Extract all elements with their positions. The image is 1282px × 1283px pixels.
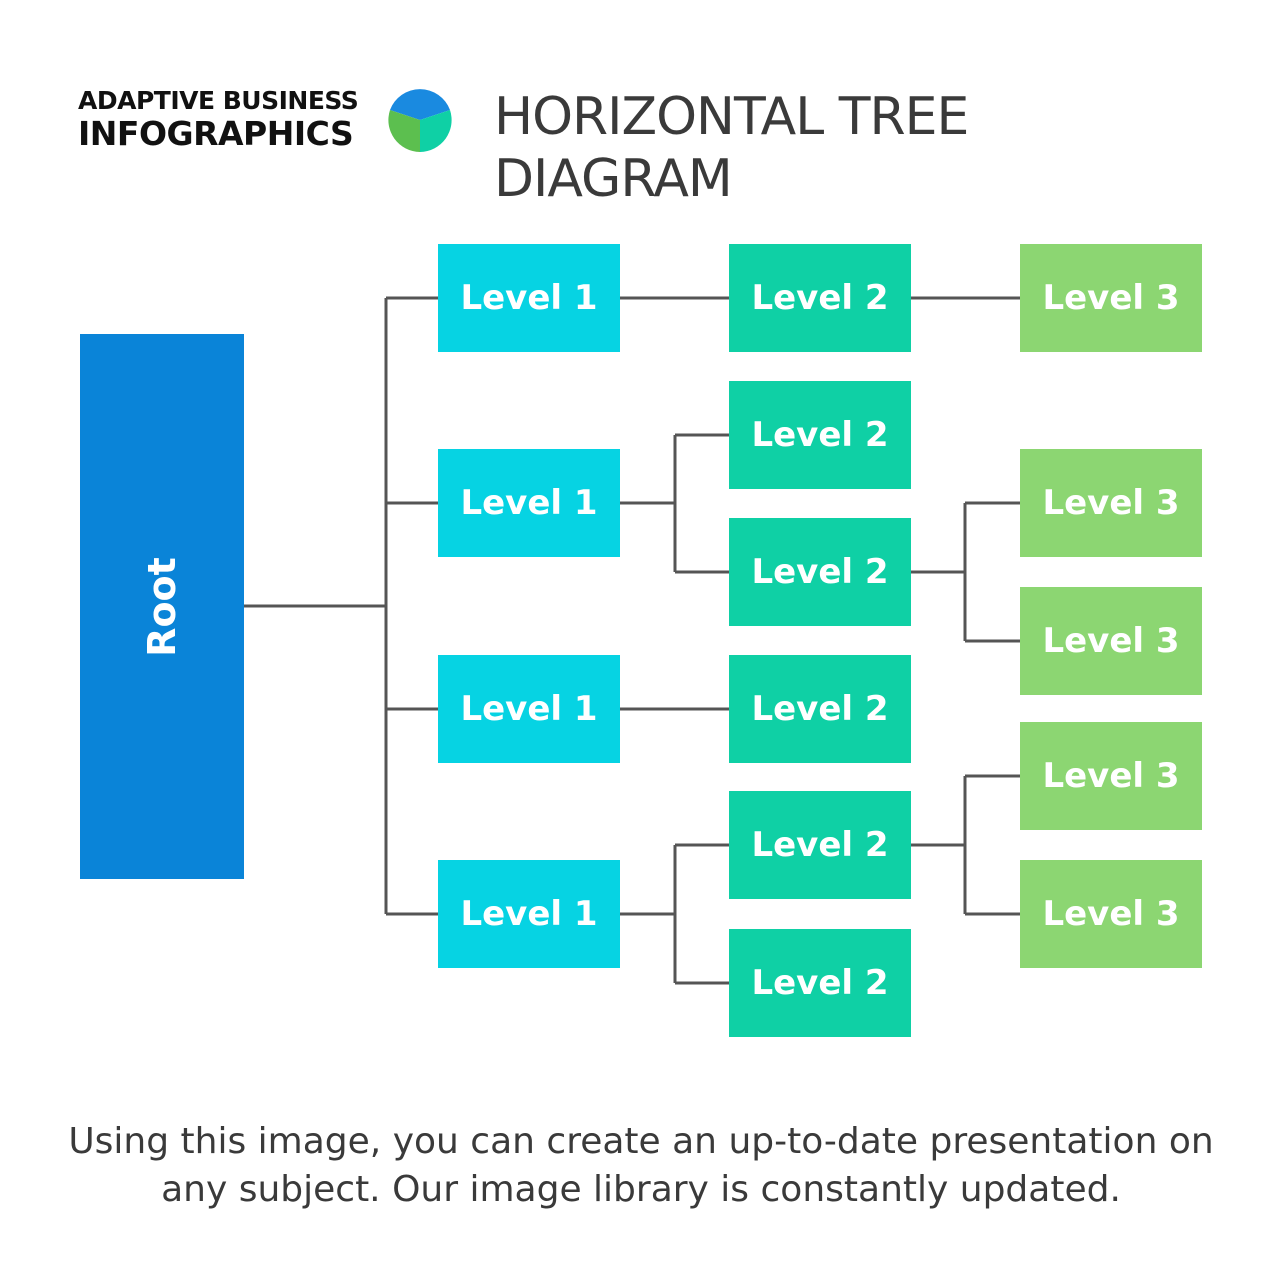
level2-node: Level 2 [729,381,911,489]
root-label: Root [139,556,184,657]
level2-node: Level 2 [729,518,911,626]
brand-line-2: INFOGRAPHICS [78,114,354,153]
level2-node: Level 2 [729,655,911,763]
level3-node: Level 3 [1020,860,1202,968]
level1-node: Level 1 [438,860,620,968]
level3-node: Level 3 [1020,722,1202,830]
page-title: HORIZONTAL TREE DIAGRAM [494,87,969,209]
level2-node: Level 2 [729,791,911,899]
level3-node: Level 3 [1020,449,1202,557]
level3-node: Level 3 [1020,587,1202,695]
brand-line-1: ADAPTIVE BUSINESS [78,86,359,115]
brand-logo-text: ADAPTIVE BUSINESS INFOGRAPHICS [78,86,359,153]
level1-node: Level 1 [438,655,620,763]
logo-segment-top [390,89,450,120]
level3-node: Level 3 [1020,244,1202,352]
root-node: Root [80,334,244,879]
level1-node: Level 1 [438,244,620,352]
logo-segment-right [420,110,452,152]
footer-caption: Using this image, you can create an up-t… [68,1121,1214,1210]
logo-segment-left [388,110,420,152]
level2-node: Level 2 [729,929,911,1037]
level2-node: Level 2 [729,244,911,352]
level1-node: Level 1 [438,449,620,557]
pie-cube-icon [388,89,452,152]
